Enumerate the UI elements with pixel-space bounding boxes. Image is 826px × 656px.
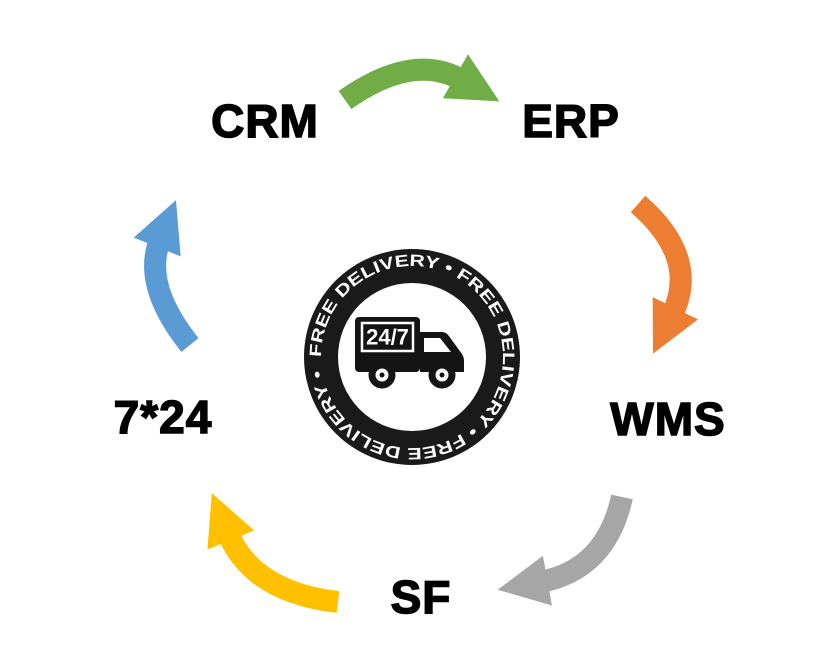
delivery-truck-icon: 24/7 [355, 317, 464, 389]
arrow-crm-to-erp [338, 54, 500, 110]
free-delivery-badge: FREE DELIVERY • FREE DELIVERY • FREE DEL… [304, 249, 520, 465]
arrow-erp-to-wms [630, 195, 699, 354]
arrow-wms-to-sf [497, 494, 633, 606]
node-label-7x24: 7*24 [113, 390, 213, 444]
node-label-crm: CRM [210, 94, 319, 148]
arrow-724-to-crm [133, 200, 199, 352]
truck-front-wheel [428, 361, 456, 389]
arrow-sf-to-724 [207, 493, 340, 613]
node-label-wms: WMS [610, 392, 726, 446]
truck-label-frame [360, 321, 415, 353]
node-label-erp: ERP [521, 94, 620, 148]
truck-cargo-box [355, 317, 420, 372]
truck-rear-wheel [368, 361, 396, 389]
truck-24-7-label: 24/7 [366, 325, 409, 350]
node-label-sf: SF [390, 570, 452, 624]
truck-window [424, 338, 451, 352]
